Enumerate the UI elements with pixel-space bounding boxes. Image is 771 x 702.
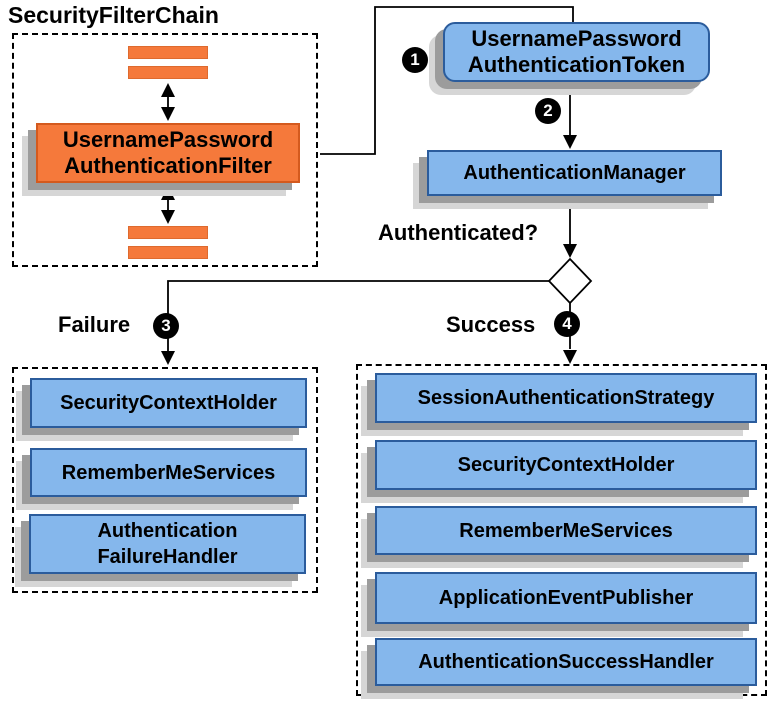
step-3-badge: 3: [153, 313, 179, 339]
authentication-failure-handler-box: Authentication FailureHandler: [29, 514, 306, 574]
username-password-authentication-filter-box: UsernamePassword AuthenticationFilter: [36, 123, 300, 183]
step-4-badge: 4: [554, 311, 580, 337]
filter-chain-bar: [128, 46, 208, 59]
filter-chain-bar: [128, 246, 208, 259]
authentication-success-handler-box: AuthenticationSuccessHandler: [375, 638, 757, 686]
failure-branch-container: [12, 367, 318, 593]
security-context-holder-box: SecurityContextHolder: [375, 440, 757, 490]
arrowhead-into-manager: [563, 135, 577, 149]
security-filter-chain-title: SecurityFilterChain: [8, 2, 219, 28]
arrowhead-into-diamond: [563, 244, 577, 258]
authentication-manager-box: AuthenticationManager: [427, 150, 722, 196]
filter-chain-bar: [128, 66, 208, 79]
security-filter-chain-container: [12, 33, 318, 267]
authenticated-question-label: Authenticated?: [378, 220, 539, 245]
success-branch-container: [356, 364, 767, 696]
application-event-publisher-box: ApplicationEventPublisher: [375, 572, 757, 624]
remember-me-services-box: RememberMeServices: [30, 448, 307, 497]
step-1-badge: 1: [402, 47, 428, 73]
arrowhead-into-failure: [161, 351, 175, 365]
session-authentication-strategy-box: SessionAuthenticationStrategy: [375, 373, 757, 423]
remember-me-services-box: RememberMeServices: [375, 506, 757, 555]
arrowhead-into-success: [563, 350, 577, 364]
filter-chain-bar: [128, 226, 208, 239]
decision-diamond: [547, 257, 593, 305]
success-label: Success: [446, 312, 536, 337]
failure-label: Failure: [58, 312, 131, 337]
security-context-holder-box: SecurityContextHolder: [30, 378, 307, 428]
step-2-badge: 2: [535, 98, 561, 124]
username-password-authentication-token-box: UsernamePassword AuthenticationToken: [443, 22, 710, 82]
